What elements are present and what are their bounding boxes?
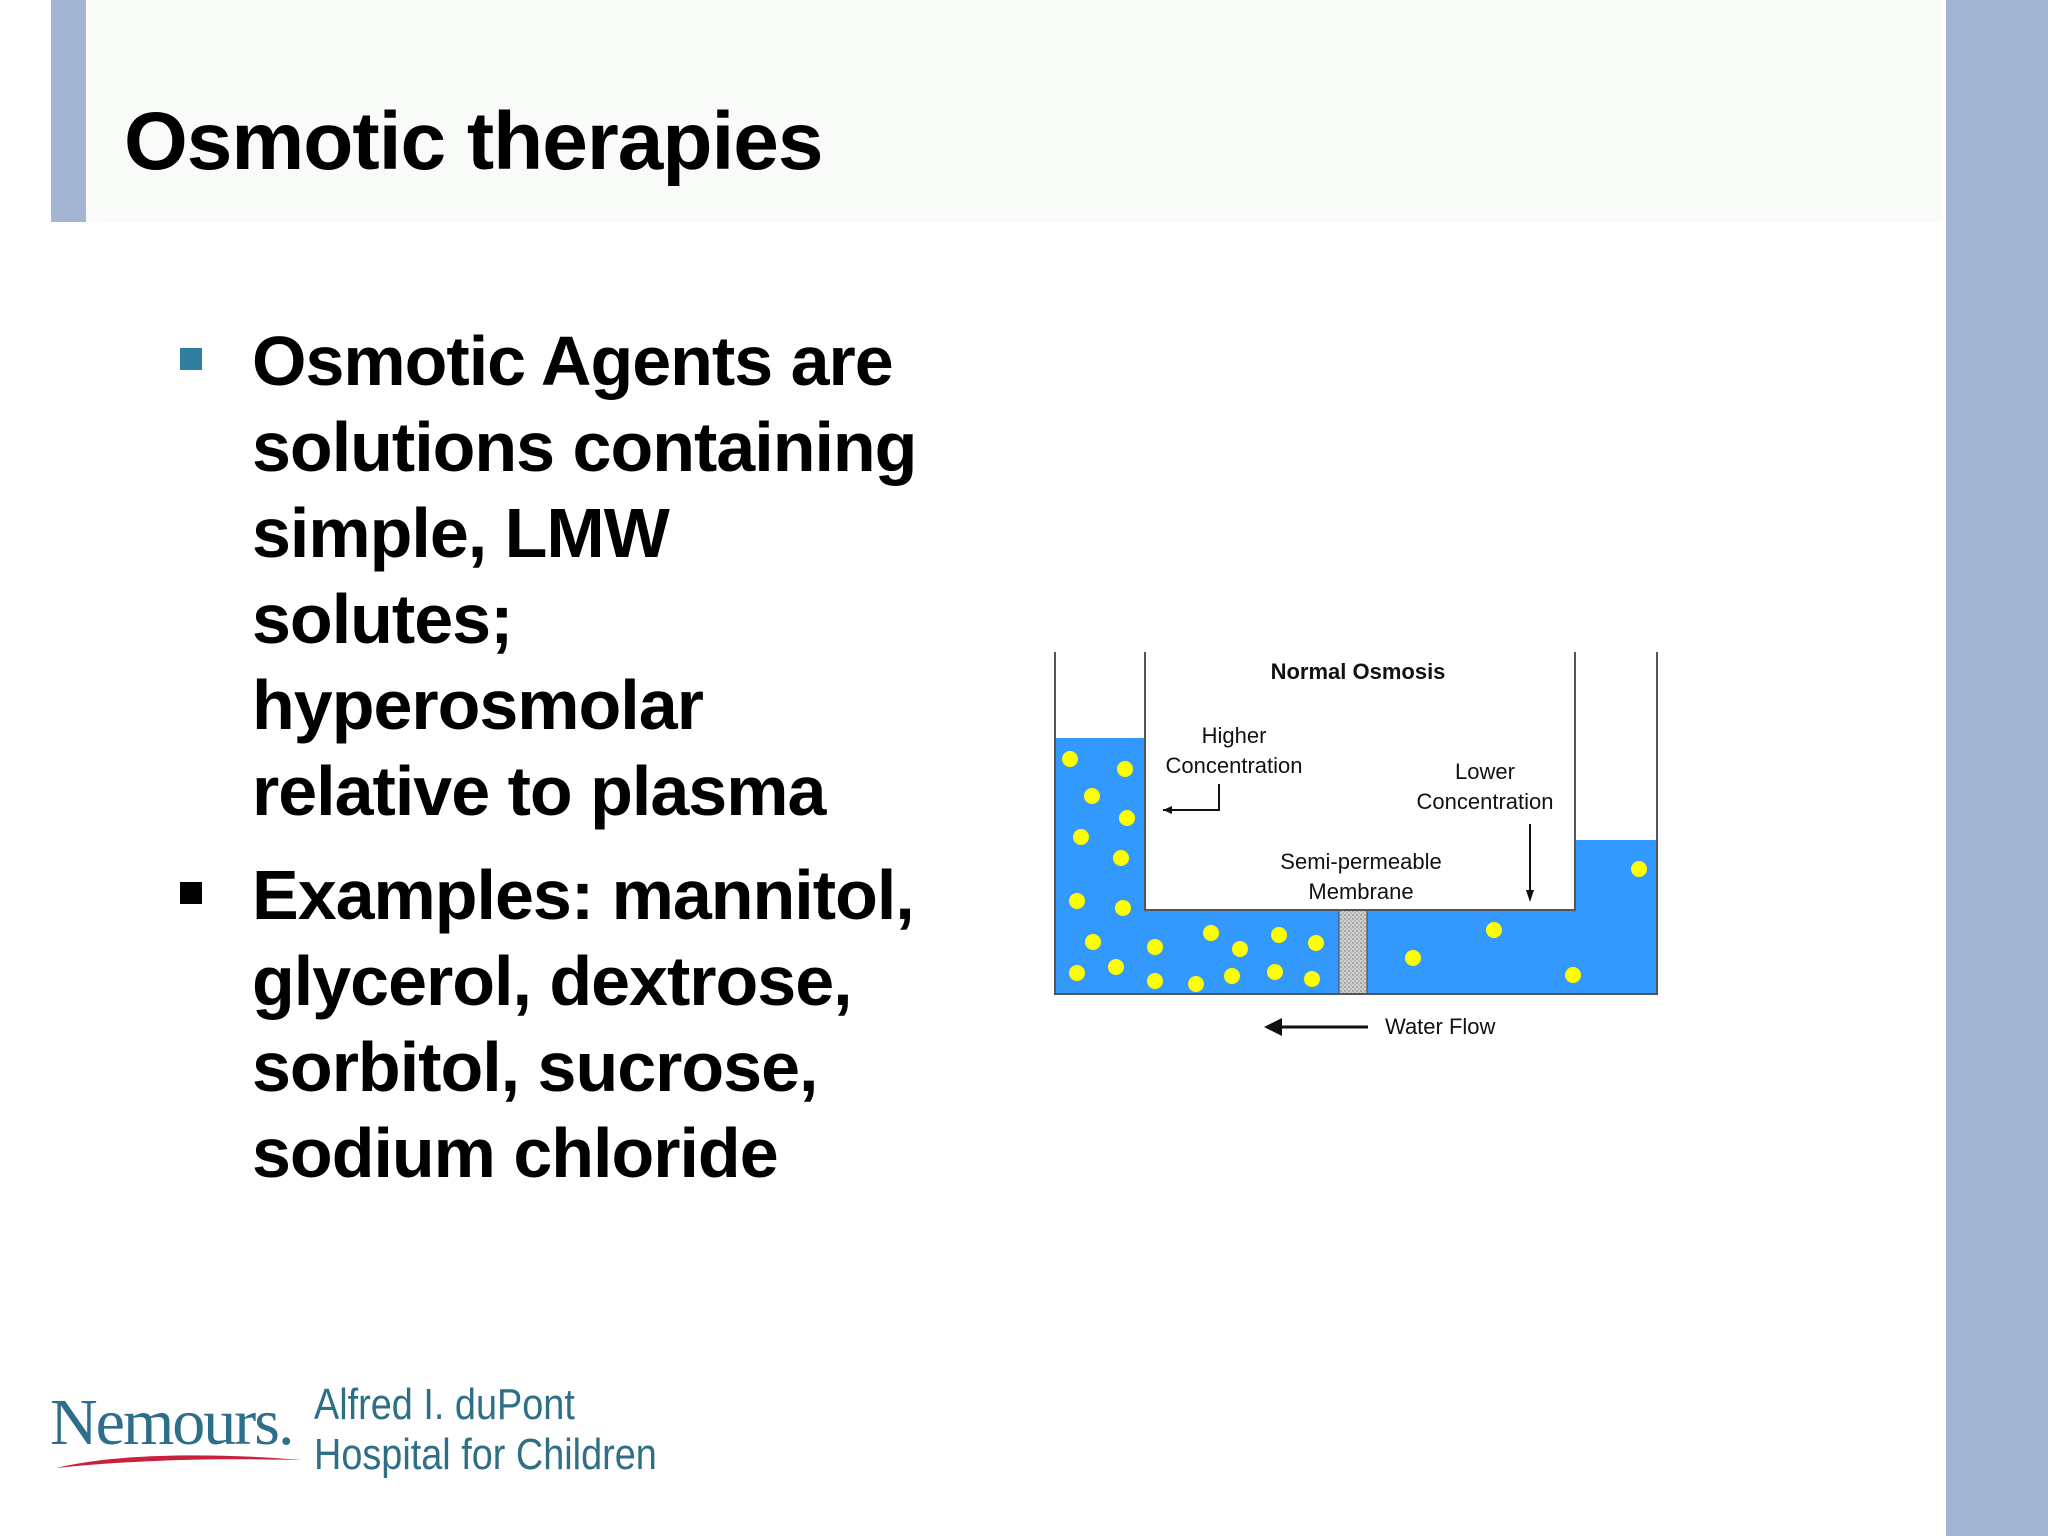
solute-particle [1084, 788, 1100, 804]
arrow-head-icon [1264, 1018, 1282, 1036]
bullet-item: Examples: mannitol, glycerol, dextrose, … [178, 852, 938, 1196]
nemours-logo: Nemours. Alfred I. duPont Hospital for C… [50, 1378, 690, 1488]
solute-particle [1108, 959, 1124, 975]
water-bottom [1055, 910, 1589, 994]
solute-particle [1188, 976, 1204, 992]
solute-particle [1115, 900, 1131, 916]
membrane-label-line1: Semi-permeable [1280, 849, 1441, 874]
logo-hospital-name: Alfred I. duPont Hospital for Children [314, 1380, 657, 1480]
solute-particle [1147, 939, 1163, 955]
lower-label-line1: Lower [1455, 759, 1515, 784]
logo-name-line1: Alfred I. duPont [314, 1380, 575, 1429]
slide-title: Osmotic therapies [124, 96, 823, 187]
solute-particle [1069, 965, 1085, 981]
water-flow-label: Water Flow [1385, 1014, 1496, 1039]
diagram-title: Normal Osmosis [1271, 659, 1446, 684]
solute-particle [1224, 968, 1240, 984]
solute-particle [1117, 761, 1133, 777]
solute-particle [1565, 967, 1581, 983]
higher-label-line1: Higher [1202, 723, 1267, 748]
membrane-strip [1338, 909, 1368, 995]
square-bullet-icon [180, 348, 202, 370]
solute-particle [1113, 850, 1129, 866]
solute-particle [1308, 935, 1324, 951]
logo-swoosh-icon [56, 1455, 302, 1468]
higher-concentration-arrow [1163, 784, 1220, 811]
solute-particle [1062, 751, 1078, 767]
bullet-text: Examples: mannitol, glycerol, dextrose, … [252, 856, 915, 1192]
arrow-head-icon [1163, 806, 1172, 814]
left-accent-bar [51, 0, 86, 222]
solute-particle [1203, 925, 1219, 941]
bullet-item: Osmotic Agents are solutions containing … [178, 318, 938, 834]
osmosis-diagram: Normal Osmosis Higher Concentration Lowe… [1048, 646, 1668, 1046]
lower-label-line2: Concentration [1417, 789, 1554, 814]
solute-particle [1069, 893, 1085, 909]
solute-particle [1405, 950, 1421, 966]
logo-name-line2: Hospital for Children [314, 1430, 657, 1479]
solute-particle [1271, 927, 1287, 943]
solute-particles [1062, 751, 1647, 992]
solute-particle [1232, 941, 1248, 957]
title-band [51, 0, 1941, 222]
water-right-column [1575, 840, 1657, 994]
membrane-label-line2: Membrane [1308, 879, 1413, 904]
solute-particle [1119, 810, 1135, 826]
higher-label-line2: Concentration [1166, 753, 1303, 778]
solute-particle [1631, 861, 1647, 877]
bullet-text: Osmotic Agents are solutions containing … [252, 322, 917, 830]
solute-particle [1486, 922, 1502, 938]
solute-particle [1073, 829, 1089, 845]
square-bullet-icon [180, 882, 202, 904]
solute-particle [1304, 971, 1320, 987]
bullet-list: Osmotic Agents are solutions containing … [178, 318, 938, 1214]
right-accent-bar [1946, 0, 2048, 1536]
container-outline [1054, 652, 1658, 995]
arrow-head-icon [1526, 890, 1534, 902]
logo-wordmark: Nemours. [50, 1386, 294, 1459]
osmosis-diagram-svg: Normal Osmosis Higher Concentration Lowe… [1048, 646, 1668, 1046]
solute-particle [1267, 964, 1283, 980]
solute-particle [1147, 973, 1163, 989]
solute-particle [1085, 934, 1101, 950]
